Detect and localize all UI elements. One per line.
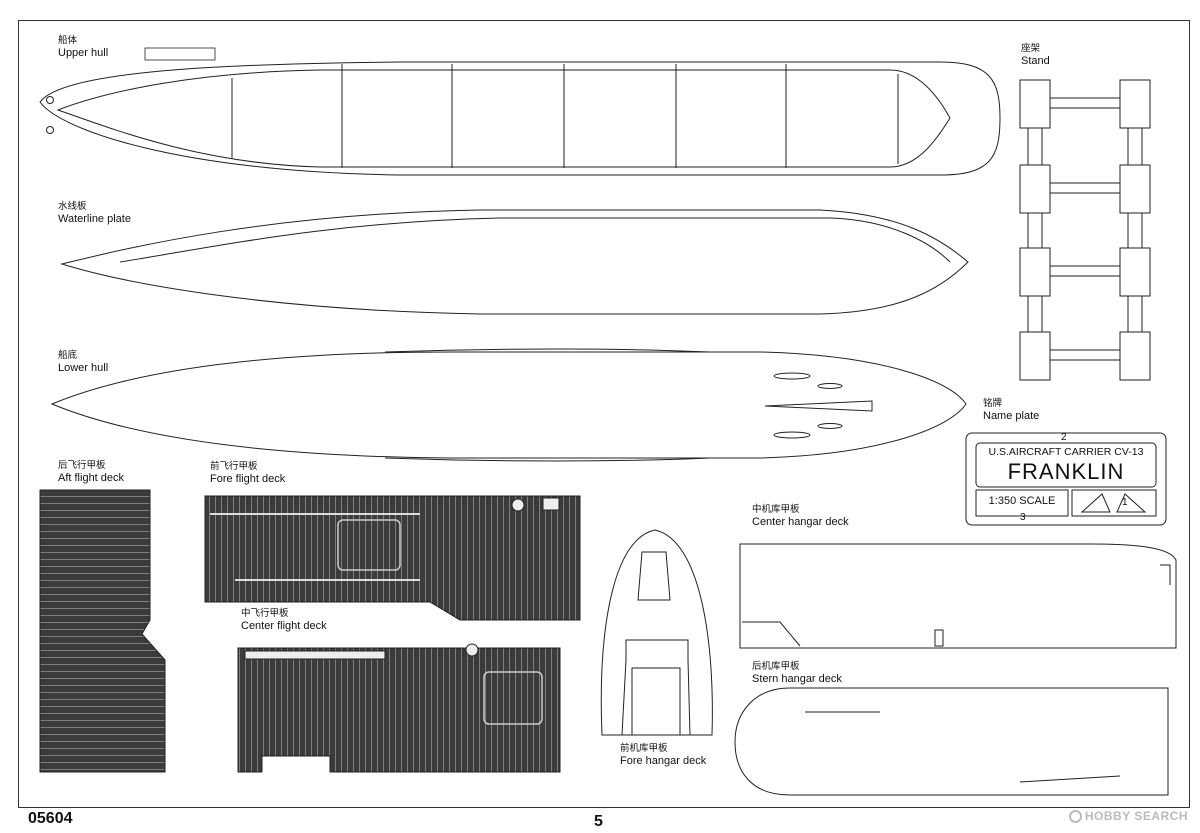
fore-flight-deck-part bbox=[204, 495, 581, 621]
upper-hull-en: Upper hull bbox=[58, 47, 109, 59]
aft-flight-deck-en: Aft flight deck bbox=[58, 472, 125, 484]
aft-flight-deck-label: 后飞行甲板 Aft flight deck bbox=[58, 460, 124, 485]
nameplate-scale: 1:350 SCALE bbox=[988, 495, 1056, 507]
center-hangar-deck-part bbox=[739, 543, 1177, 649]
aft-flight-deck-part bbox=[39, 489, 166, 773]
center-flight-deck-zh: 中飞行甲板 bbox=[241, 608, 289, 619]
upper-hull-part bbox=[39, 47, 1001, 176]
fore-hangar-deck-zh: 前机库甲板 bbox=[620, 743, 668, 754]
watermark: HOBBY SEARCH bbox=[1068, 809, 1188, 823]
fore-flight-deck-label: 前飞行甲板 Fore flight deck bbox=[210, 461, 285, 486]
aft-flight-deck-zh: 后飞行甲板 bbox=[58, 460, 106, 471]
nameplate-number-2: 2 bbox=[1061, 432, 1067, 443]
stand-zh: 座架 bbox=[1021, 43, 1041, 54]
fore-flight-deck-en: Fore flight deck bbox=[210, 473, 286, 485]
nameplate-number-1: 1 bbox=[1122, 497, 1128, 508]
watermark-logo-icon bbox=[1068, 810, 1082, 823]
stern-hangar-deck-part bbox=[734, 687, 1169, 796]
waterline-plate-en: Waterline plate bbox=[58, 213, 131, 225]
center-flight-deck-part bbox=[237, 643, 561, 773]
center-hangar-deck-en: Center hangar deck bbox=[752, 516, 849, 528]
product-code: 05604 bbox=[28, 810, 73, 827]
fore-hangar-deck-part bbox=[600, 529, 713, 736]
stand-part bbox=[1019, 79, 1151, 381]
fore-flight-deck-zh: 前飞行甲板 bbox=[210, 461, 258, 472]
waterline-plate-part bbox=[60, 209, 969, 315]
stand-label: 座架 Stand bbox=[1021, 43, 1050, 68]
stern-hangar-deck-zh: 后机库甲板 bbox=[752, 661, 800, 672]
instruction-sheet bbox=[18, 20, 1190, 808]
stand-en: Stand bbox=[1021, 55, 1050, 67]
waterline-plate-zh: 水线板 bbox=[58, 201, 87, 212]
lower-hull-label: 船底 Lower hull bbox=[58, 350, 108, 375]
center-flight-deck-label: 中飞行甲板 Center flight deck bbox=[241, 608, 327, 633]
stern-hangar-deck-label: 后机库甲板 Stern hangar deck bbox=[752, 661, 842, 686]
name-plate-label: 铭牌 Name plate bbox=[983, 398, 1039, 423]
lower-hull-zh: 船底 bbox=[58, 350, 78, 361]
name-plate-part bbox=[965, 432, 1167, 526]
page-number: 5 bbox=[594, 813, 603, 830]
nameplate-number-3: 3 bbox=[1020, 512, 1026, 523]
nameplate-ship-name: FRANKLIN bbox=[1007, 459, 1125, 484]
fore-hangar-deck-label: 前机库甲板 Fore hangar deck bbox=[620, 743, 706, 768]
stern-hangar-deck-en: Stern hangar deck bbox=[752, 673, 842, 685]
upper-hull-label: 船体 Upper hull bbox=[58, 35, 108, 60]
lower-hull-part bbox=[50, 348, 967, 462]
fore-hangar-deck-en: Fore hangar deck bbox=[620, 755, 707, 767]
center-flight-deck-en: Center flight deck bbox=[241, 620, 327, 632]
center-hangar-deck-label: 中机库甲板 Center hangar deck bbox=[752, 504, 849, 529]
center-hangar-deck-zh: 中机库甲板 bbox=[752, 504, 800, 515]
waterline-plate-label: 水线板 Waterline plate bbox=[58, 201, 131, 226]
nameplate-subtitle: U.S.AIRCRAFT CARRIER CV-13 bbox=[988, 446, 1144, 458]
name-plate-zh: 铭牌 bbox=[983, 398, 1003, 409]
upper-hull-zh: 船体 bbox=[58, 35, 78, 46]
lower-hull-en: Lower hull bbox=[58, 362, 109, 374]
name-plate-en: Name plate bbox=[983, 410, 1040, 422]
watermark-text: HOBBY SEARCH bbox=[1084, 809, 1188, 823]
